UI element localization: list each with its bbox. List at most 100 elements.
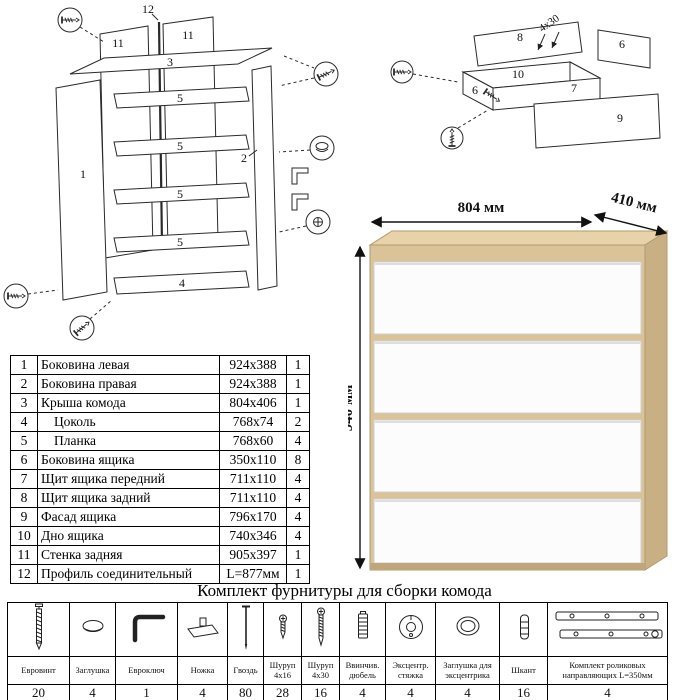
- drawer-front: [373, 261, 642, 335]
- drawer-front: [373, 340, 642, 414]
- part-size: 711x110: [219, 469, 287, 489]
- screw-4x30-icon: [301, 602, 340, 657]
- part-size: 796x170: [219, 507, 287, 527]
- depth-dimension-arrow: [593, 211, 668, 237]
- dresser-top-surface: [368, 230, 669, 246]
- hardware-name: Гвоздь: [227, 656, 264, 685]
- part-qty: 4: [286, 507, 310, 527]
- part-name: Щит ящика передний: [37, 469, 220, 489]
- part-num: 5: [10, 431, 38, 451]
- part-num: 4: [10, 412, 38, 432]
- hardware-qty: 4: [385, 684, 436, 700]
- hardware-icons-row: [7, 602, 668, 657]
- drawer-side-panel-shape: [597, 29, 651, 69]
- bracket-icon: [291, 167, 309, 185]
- part-num: 1: [10, 355, 38, 375]
- part-label-4: 4: [179, 276, 185, 290]
- part-label-10: 10: [512, 67, 524, 81]
- part-label-5: 5: [177, 91, 183, 105]
- part-qty: 1: [286, 545, 310, 565]
- drawer-front: [373, 419, 642, 493]
- part-name: Боковина левая: [37, 355, 220, 375]
- cam-cap-icon: [435, 602, 500, 657]
- part-num: 7: [10, 469, 38, 489]
- part-name: Крыша комода: [37, 393, 220, 413]
- hardware-table: Евровинт Заглушка Евроключ Ножка Гвоздь …: [7, 602, 668, 700]
- hardware-qty: 28: [263, 684, 302, 700]
- part-num: 2: [10, 374, 38, 394]
- hardware-qty: 4: [547, 684, 668, 700]
- foot-icon: [177, 602, 228, 657]
- part-label-11: 11: [182, 28, 194, 42]
- drawer-back-panel-shape: [473, 21, 583, 67]
- part-qty: 4: [286, 488, 310, 508]
- part-name: Дно ящика: [37, 526, 220, 546]
- hardware-name: Ввинчив. дюбель: [339, 656, 386, 685]
- part-num: 3: [10, 393, 38, 413]
- slat-shape: [113, 134, 250, 157]
- part-label-12: 12: [142, 2, 154, 16]
- hardware-name: Евроключ: [115, 656, 178, 685]
- hardware-qty: 20: [7, 684, 70, 700]
- part-label-7: 7: [571, 81, 577, 95]
- part-size: 924x388: [219, 355, 287, 375]
- hardware-name: Шкант: [499, 656, 548, 685]
- part-size: L=877мм: [219, 564, 287, 584]
- part-qty: 4: [286, 526, 310, 546]
- hardware-qty-row: 20 4 1 4 80 28 16 4 4 4 16 4: [7, 684, 668, 700]
- hardware-name: Евровинт: [7, 656, 70, 685]
- part-num: 8: [10, 488, 38, 508]
- part-label-5: 5: [177, 187, 183, 201]
- hardware-name: Эксцентр. стяжка: [385, 656, 436, 685]
- cap-plug-icon: [69, 602, 116, 657]
- part-label-6: 6: [619, 37, 625, 51]
- part-num: 6: [10, 450, 38, 470]
- confirmat-screw-icon: [7, 602, 70, 657]
- part-name: Планка: [37, 431, 220, 451]
- slat-shape: [113, 230, 250, 253]
- hardware-callout: [3, 283, 59, 309]
- drawer-exploded-diagram: 8 4x30 6 6 7 10 9: [390, 12, 661, 150]
- hardware-callout: [440, 109, 489, 150]
- slat-shape: [113, 182, 250, 205]
- part-name: Щит ящика задний: [37, 488, 220, 508]
- plinth-shape: [113, 270, 250, 295]
- hardware-qty: 80: [227, 684, 264, 700]
- hardware-qty: 1: [115, 684, 178, 700]
- part-qty: 1: [286, 564, 310, 584]
- part-qty: 8: [286, 450, 310, 470]
- part-label-9: 9: [617, 111, 623, 125]
- height-dimension-label: 940 мм: [348, 385, 356, 432]
- drawer-front: [373, 498, 642, 564]
- slat-shape: [113, 86, 250, 109]
- part-num: 10: [10, 526, 38, 546]
- hardware-qty: 16: [301, 684, 340, 700]
- hex-key-icon: [115, 602, 178, 657]
- part-size: 804x406: [219, 393, 287, 413]
- part-label-2: 2: [241, 151, 247, 165]
- part-name: Боковина правая: [37, 374, 220, 394]
- hardware-names-row: Евровинт Заглушка Евроключ Ножка Гвоздь …: [7, 656, 668, 685]
- depth-dimension-label: 410 мм: [609, 192, 658, 217]
- part-qty: 4: [286, 431, 310, 451]
- right-side-panel-shape: [251, 65, 278, 291]
- part-num: 11: [10, 545, 38, 565]
- hardware-kit-title: Комплект фурнитуры для сборки комода: [197, 581, 492, 600]
- part-label-3: 3: [167, 55, 173, 69]
- dresser-side-surface: [644, 230, 668, 571]
- carcass-exploded-diagram: 12 11 11 3 1 2 5 5 5 5 4: [3, 2, 339, 341]
- part-label-5: 5: [177, 235, 183, 249]
- hardware-name: Заглушка для эксцентрика: [435, 656, 500, 685]
- hardware-qty: 4: [339, 684, 386, 700]
- drawer-slides-icon: [547, 602, 668, 657]
- hardware-name: Комплект роликовых направляющих L=350мм: [547, 656, 668, 685]
- hardware-callout: [390, 60, 459, 84]
